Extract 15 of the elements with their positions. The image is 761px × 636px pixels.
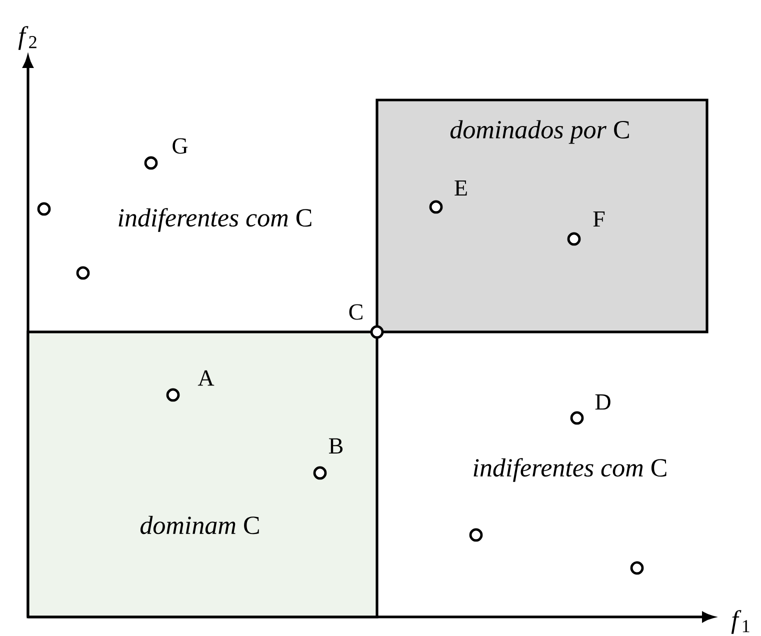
axis-label: f$_{1}$ xyxy=(731,610,750,634)
point-marker xyxy=(37,202,51,216)
point-label: C xyxy=(349,304,362,320)
axis-label: f$_{2}$ xyxy=(18,26,36,50)
region-label: indiferentes com C xyxy=(474,458,666,482)
point-label: G xyxy=(172,138,188,154)
point-marker xyxy=(630,561,644,575)
point-label: D xyxy=(595,394,610,410)
region-label: indiferentes com C xyxy=(118,208,312,232)
point-label: E xyxy=(454,180,467,196)
point-marker xyxy=(76,266,90,280)
point-label: B xyxy=(329,438,343,454)
point-label: F xyxy=(593,211,605,227)
point-label: A xyxy=(198,370,214,386)
point-marker xyxy=(469,528,483,542)
